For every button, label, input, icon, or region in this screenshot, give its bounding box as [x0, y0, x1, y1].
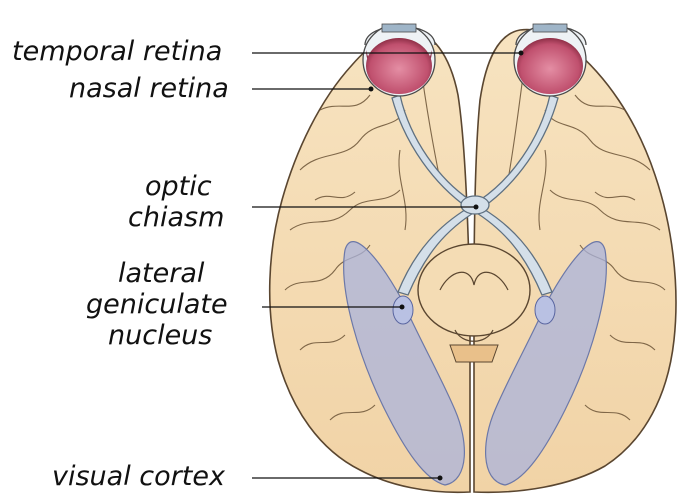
label-optic: optic — [145, 172, 212, 202]
right-eye — [514, 24, 586, 96]
left-eye — [363, 24, 435, 96]
lgn-right — [535, 296, 555, 324]
label-lateral: lateral — [118, 259, 204, 289]
label-geniculate: geniculate — [86, 290, 228, 320]
lgn-left — [393, 296, 413, 324]
label-temporal-retina: temporal retina — [12, 37, 222, 67]
label-visual-cortex: visual cortex — [52, 462, 225, 492]
label-chiasm: chiasm — [128, 203, 224, 233]
label-nasal-retina: nasal retina — [69, 74, 229, 104]
label-nucleus: nucleus — [108, 321, 212, 351]
